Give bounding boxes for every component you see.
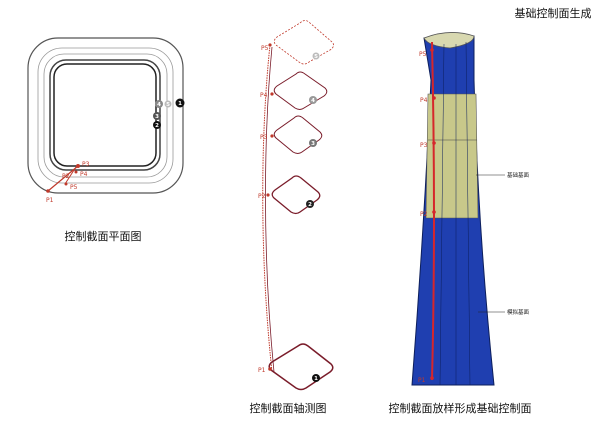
axis-marker-3 xyxy=(309,139,317,147)
axis-label-p5: P5 xyxy=(261,45,269,52)
plan-label-p3: P3 xyxy=(82,161,90,168)
axis-guide-curve-2 xyxy=(265,46,275,373)
plan-label-p4: P4 xyxy=(80,171,88,178)
axis-marker-2 xyxy=(306,200,314,208)
axis-marker-4-label: 4 xyxy=(311,98,315,104)
loft-label-p1: P1 xyxy=(418,377,426,384)
loft-label-p4: P4 xyxy=(420,97,428,104)
plan-marker-1 xyxy=(175,98,185,108)
axis-caption: 控制截面轴测图 xyxy=(250,401,327,415)
plan-point-p3 xyxy=(76,164,80,168)
loft-caption: 控制截面放样形成基础控制面 xyxy=(389,401,532,415)
tower-guide-line xyxy=(431,41,435,381)
axis-section-1 xyxy=(268,343,334,391)
axis-marker-5 xyxy=(312,52,320,60)
axis-label-p3: P3 xyxy=(260,134,268,141)
tower-panel-line xyxy=(465,41,471,386)
plan-section-ring-4 xyxy=(43,53,168,178)
plan-view: P1 P3 P4 P5 P2 1 2 3 4 5 控制截面平面图 xyxy=(27,37,185,243)
plan-marker-4 xyxy=(155,100,163,108)
axis-marker-1 xyxy=(312,374,320,382)
tower-point-p2 xyxy=(432,210,436,214)
plan-point-p4 xyxy=(74,170,78,174)
plan-point-p1 xyxy=(46,189,50,193)
axis-label-p1: P1 xyxy=(258,367,266,374)
plan-marker-2 xyxy=(153,121,161,129)
axis-marker-4 xyxy=(309,96,317,104)
axis-section-5 xyxy=(273,20,334,65)
tower-point-p1 xyxy=(430,376,434,380)
plan-point-p5 xyxy=(64,182,68,186)
plan-section-ring-5 xyxy=(37,47,174,184)
axis-guide-curve xyxy=(262,44,273,373)
loft-label-p5: P5 xyxy=(419,51,427,58)
plan-caption: 控制截面平面图 xyxy=(65,229,142,243)
axis-marker-5-label: 5 xyxy=(314,54,318,60)
tower-point-p3 xyxy=(432,141,436,145)
plan-section-ring-2 xyxy=(53,63,157,167)
plan-marker-5-label: 5 xyxy=(166,102,170,108)
tower-panel-line xyxy=(439,43,445,386)
plan-label-p5: P5 xyxy=(70,184,78,191)
plan-label-p2: P2 xyxy=(62,173,70,180)
axis-marker-3-label: 3 xyxy=(311,141,315,147)
tower-band xyxy=(425,93,479,219)
plan-marker-3 xyxy=(153,112,161,120)
loft-label-p2: P2 xyxy=(420,211,428,218)
tower-point-p5 xyxy=(430,48,434,52)
plan-guide-line xyxy=(64,166,77,185)
diagram-title: 基础控制面生成 xyxy=(515,6,592,20)
axis-section-4 xyxy=(273,71,328,110)
axis-section-2 xyxy=(271,175,321,215)
axis-label-p4: P4 xyxy=(260,92,268,99)
axis-section-3 xyxy=(273,115,323,154)
axis-point-p4 xyxy=(270,92,274,96)
plan-marker-3-label: 3 xyxy=(155,114,159,120)
axis-label-p2: P2 xyxy=(258,193,266,200)
axis-point-p2 xyxy=(266,193,270,197)
axis-point-p1 xyxy=(268,367,272,371)
plan-label-p1: P1 xyxy=(46,197,54,204)
plan-marker-2-label: 2 xyxy=(155,123,159,129)
loft-view: P5 P4 P3 P2 P1 基础基面 模拟基面 控制截面放样形成基础控制面 xyxy=(389,32,532,415)
plan-guide-line xyxy=(47,165,79,192)
plan-outer-boundary xyxy=(27,37,184,194)
loft-label-p3: P3 xyxy=(420,142,428,149)
axis-point-p3 xyxy=(270,134,274,138)
plan-marker-1-label: 1 xyxy=(178,101,182,107)
tower-point-p4 xyxy=(432,96,436,100)
annotation-lower: 模拟基面 xyxy=(507,308,530,316)
axis-point-p5 xyxy=(268,43,272,47)
plan-section-ring-3 xyxy=(49,59,161,171)
annotation-upper: 基础基面 xyxy=(507,171,530,179)
axis-marker-2-label: 2 xyxy=(308,202,312,208)
plan-marker-4-label: 4 xyxy=(157,102,161,108)
axis-view: P5 P4 P3 P2 P1 1 2 3 4 5 控制截面轴测图 xyxy=(250,20,334,415)
plan-marker-5 xyxy=(164,100,172,108)
axis-marker-1-label: 1 xyxy=(314,376,318,382)
